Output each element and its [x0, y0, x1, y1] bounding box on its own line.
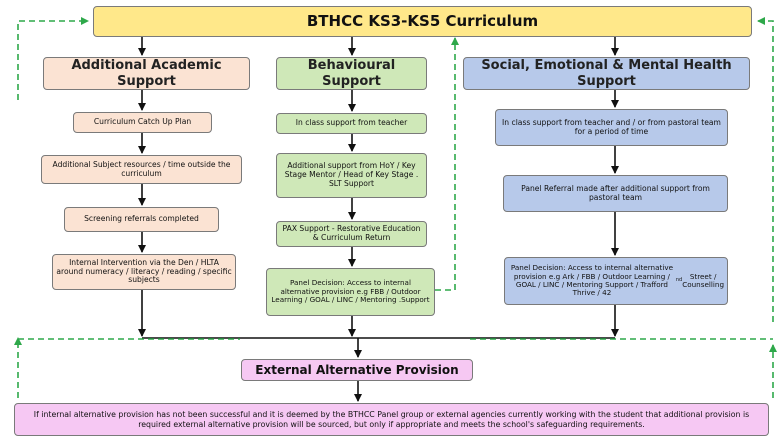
behavioural-support-header: Behavioural Support: [276, 57, 427, 90]
academic-step-4: Internal Intervention via the Den / HLTA…: [52, 254, 236, 290]
external-provision-box: External Alternative Provision: [241, 359, 473, 381]
semh-support-header: Social, Emotional & Mental Health Suppor…: [463, 57, 750, 90]
behavioural-step-1: In class support from teacher: [276, 113, 427, 134]
semh-step-3: Panel Decision: Access to internal alter…: [504, 257, 728, 305]
semh-step-1: In class support from teacher and / or f…: [495, 109, 728, 146]
academic-step-2: Additional Subject resources / time outs…: [41, 155, 242, 184]
academic-step-1: Curriculum Catch Up Plan: [73, 112, 212, 133]
dashed-arrow-left-top: [17, 17, 89, 100]
behavioural-step-2: Additional support from HoY / Key Stage …: [276, 153, 427, 198]
academic-support-header: Additional Academic Support: [43, 57, 250, 90]
footer-note-box: If internal alternative provision has no…: [14, 403, 769, 436]
footer-note: If internal alternative provision has no…: [33, 409, 750, 429]
dashed-arrow-behavioural-return: [435, 37, 459, 291]
behavioural-step-3: PAX Support - Restorative Education & Cu…: [276, 221, 427, 247]
diagram-title: BTHCC KS3-KS5 Curriculum: [306, 11, 539, 30]
semh-step-2: Panel Referral made after additional sup…: [503, 175, 728, 212]
external-provision-label: External Alternative Provision: [255, 362, 459, 377]
dashed-arrow-right-top: [757, 17, 774, 322]
academic-step-3: Screening referrals completed: [64, 207, 219, 232]
behavioural-step-4: Panel Decision: Access to internal alter…: [266, 268, 435, 316]
diagram-title-box: BTHCC KS3-KS5 Curriculum: [93, 6, 752, 37]
